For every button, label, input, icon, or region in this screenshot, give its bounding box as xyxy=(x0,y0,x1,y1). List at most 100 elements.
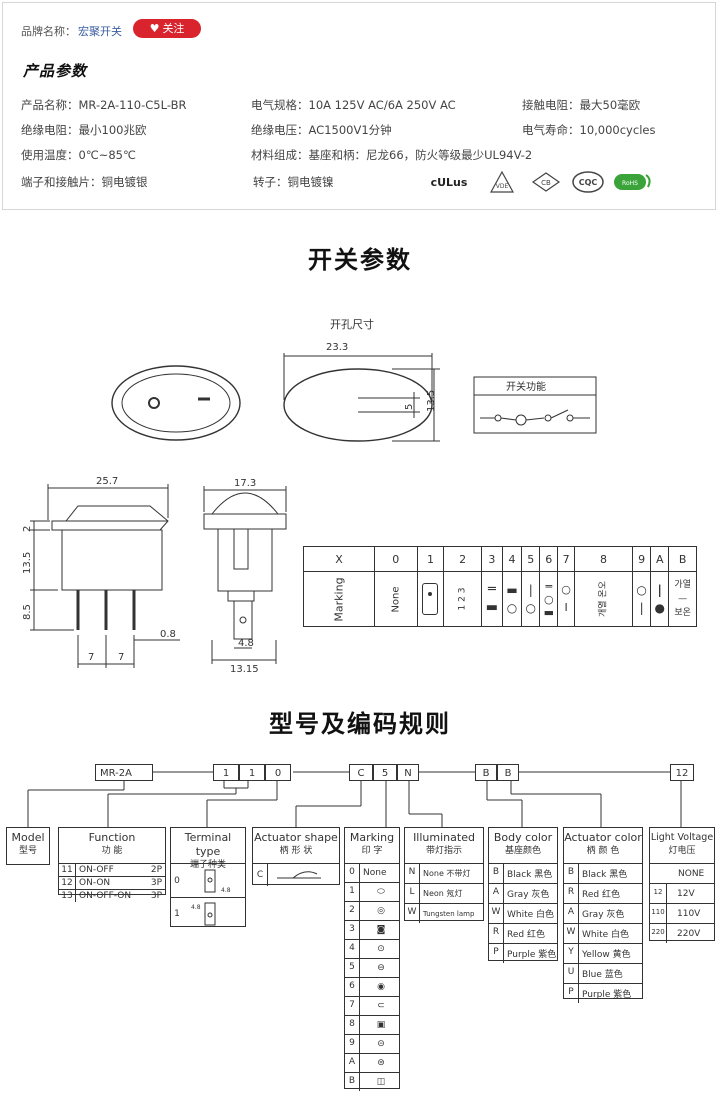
product-info-card: 品牌名称：宏聚开关 ♥关注 产品参数 产品名称：MR-2A-110-C5L-BR… xyxy=(2,2,716,210)
code-model: MR-2A xyxy=(95,764,153,781)
dim-2: 2 xyxy=(22,526,33,532)
code-actuator-shape: C xyxy=(349,764,373,781)
marking-en: Marking xyxy=(349,831,395,844)
body-en: Body color xyxy=(493,831,553,844)
marking-row: 9⊝ xyxy=(345,1035,399,1054)
svg-text:CB: CB xyxy=(541,179,551,187)
param-electrical-rating: 电气规格：10A 125V AC/6A 250V AC xyxy=(251,98,456,112)
marking-cell-8: 개열 온오 xyxy=(573,571,634,627)
marking-cell-3: ═▬ xyxy=(480,571,503,627)
marking-cell-4: ▬○ xyxy=(501,571,523,627)
marking-cell-0: None xyxy=(374,571,418,627)
function-cn: 功 能 xyxy=(101,846,123,856)
brand-name-link[interactable]: 宏聚开关 xyxy=(78,25,122,38)
marking-row: 8▣ xyxy=(345,1016,399,1035)
model-en: Model xyxy=(11,831,45,844)
marking-header-b: B xyxy=(668,546,697,572)
actuator-en: Actuator shape xyxy=(254,831,338,844)
svg-text:CQC: CQC xyxy=(579,178,598,187)
act-color-cn: 柄 颜 色 xyxy=(586,846,620,856)
param-product-name: 产品名称：MR-2A-110-C5L-BR xyxy=(21,98,187,112)
follow-label: 关注 xyxy=(162,22,185,35)
marking-header-1: 1 xyxy=(416,546,445,572)
cutout-title: 开孔尺寸 xyxy=(330,317,374,331)
param-insulation-voltage: 绝缘电压：AC1500V1分钟 xyxy=(251,123,392,137)
dim-17-3: 17.3 xyxy=(234,478,256,489)
actuator-cn: 柄 形 状 xyxy=(279,846,313,856)
marking-row: 2◎ xyxy=(345,902,399,921)
dim-13-5: 13.5 xyxy=(426,390,437,412)
dim-7b: 7 xyxy=(118,652,124,663)
coding-rules-title: 型号及编码规则 xyxy=(269,710,451,738)
dim-8-5: 8.5 xyxy=(22,604,33,620)
param-contact-resistance: 接触电阻：最大50毫欧 xyxy=(522,98,641,112)
code-terminal: 0 xyxy=(265,764,291,781)
dim-5: 5 xyxy=(404,404,415,410)
marking-row: A⊜ xyxy=(345,1054,399,1073)
cert-rohs-logo: RoHS xyxy=(613,171,653,193)
marking-row: 7⊂ xyxy=(345,997,399,1016)
follow-button[interactable]: ♥关注 xyxy=(133,19,201,38)
brand-line: 品牌名称：宏聚开关 xyxy=(21,23,122,39)
marking-header-9: 9 xyxy=(632,546,652,572)
marking-header-2: 2 xyxy=(443,546,482,572)
svg-text:VDE: VDE xyxy=(496,183,509,190)
marking-row: 6◉ xyxy=(345,978,399,997)
marking-header-a: A xyxy=(650,546,670,572)
coding-connector-lines xyxy=(27,771,682,827)
svg-text:4.8: 4.8 xyxy=(221,887,231,894)
function-title: 开关功能 xyxy=(506,380,546,393)
marking-header-3: 3 xyxy=(480,546,503,572)
marking-cell-7: ○I xyxy=(557,571,575,627)
svg-text:RoHS: RoHS xyxy=(622,180,638,187)
voltage-en: Light Voltage xyxy=(650,832,714,843)
marking-row: 1⬭ xyxy=(345,883,399,902)
svg-text:4.8: 4.8 xyxy=(191,904,201,911)
cert-cb-logo: CB xyxy=(529,171,563,193)
code-marking: 5 xyxy=(373,764,397,781)
voltage-cn: 灯电压 xyxy=(668,846,696,856)
code-function-2: 1 xyxy=(239,764,265,781)
marking-cn: 印 字 xyxy=(361,846,383,856)
switch-params-title: 开关参数 xyxy=(308,246,412,274)
code-actuator-color: B xyxy=(497,764,519,781)
param-insulation-resistance: 绝缘电阻：最小100兆欧 xyxy=(21,123,147,137)
marking-cell-1 xyxy=(416,571,445,627)
marking-header-6: 6 xyxy=(539,546,559,572)
actuator-shape-box: Actuator shape 柄 形 状 C xyxy=(252,827,340,886)
marking-cell-9: ○| xyxy=(632,571,652,627)
marking-cell-b: 가열—보온 xyxy=(668,571,697,627)
cert-ul-logo: cULus xyxy=(430,175,468,189)
heart-icon: ♥ xyxy=(149,22,160,35)
code-voltage: 12 xyxy=(670,764,694,781)
terminal-cn: 端子种类 xyxy=(189,860,226,870)
marking-row-label: Marking xyxy=(303,571,375,627)
dim-4-8: 4.8 xyxy=(238,638,254,649)
model-cn: 型号 xyxy=(18,846,37,856)
actuator-row: C xyxy=(253,864,339,886)
cert-vde-logo: VDE xyxy=(489,171,515,193)
marking-row: B◫ xyxy=(345,1073,399,1091)
dim-7a: 7 xyxy=(88,652,94,663)
